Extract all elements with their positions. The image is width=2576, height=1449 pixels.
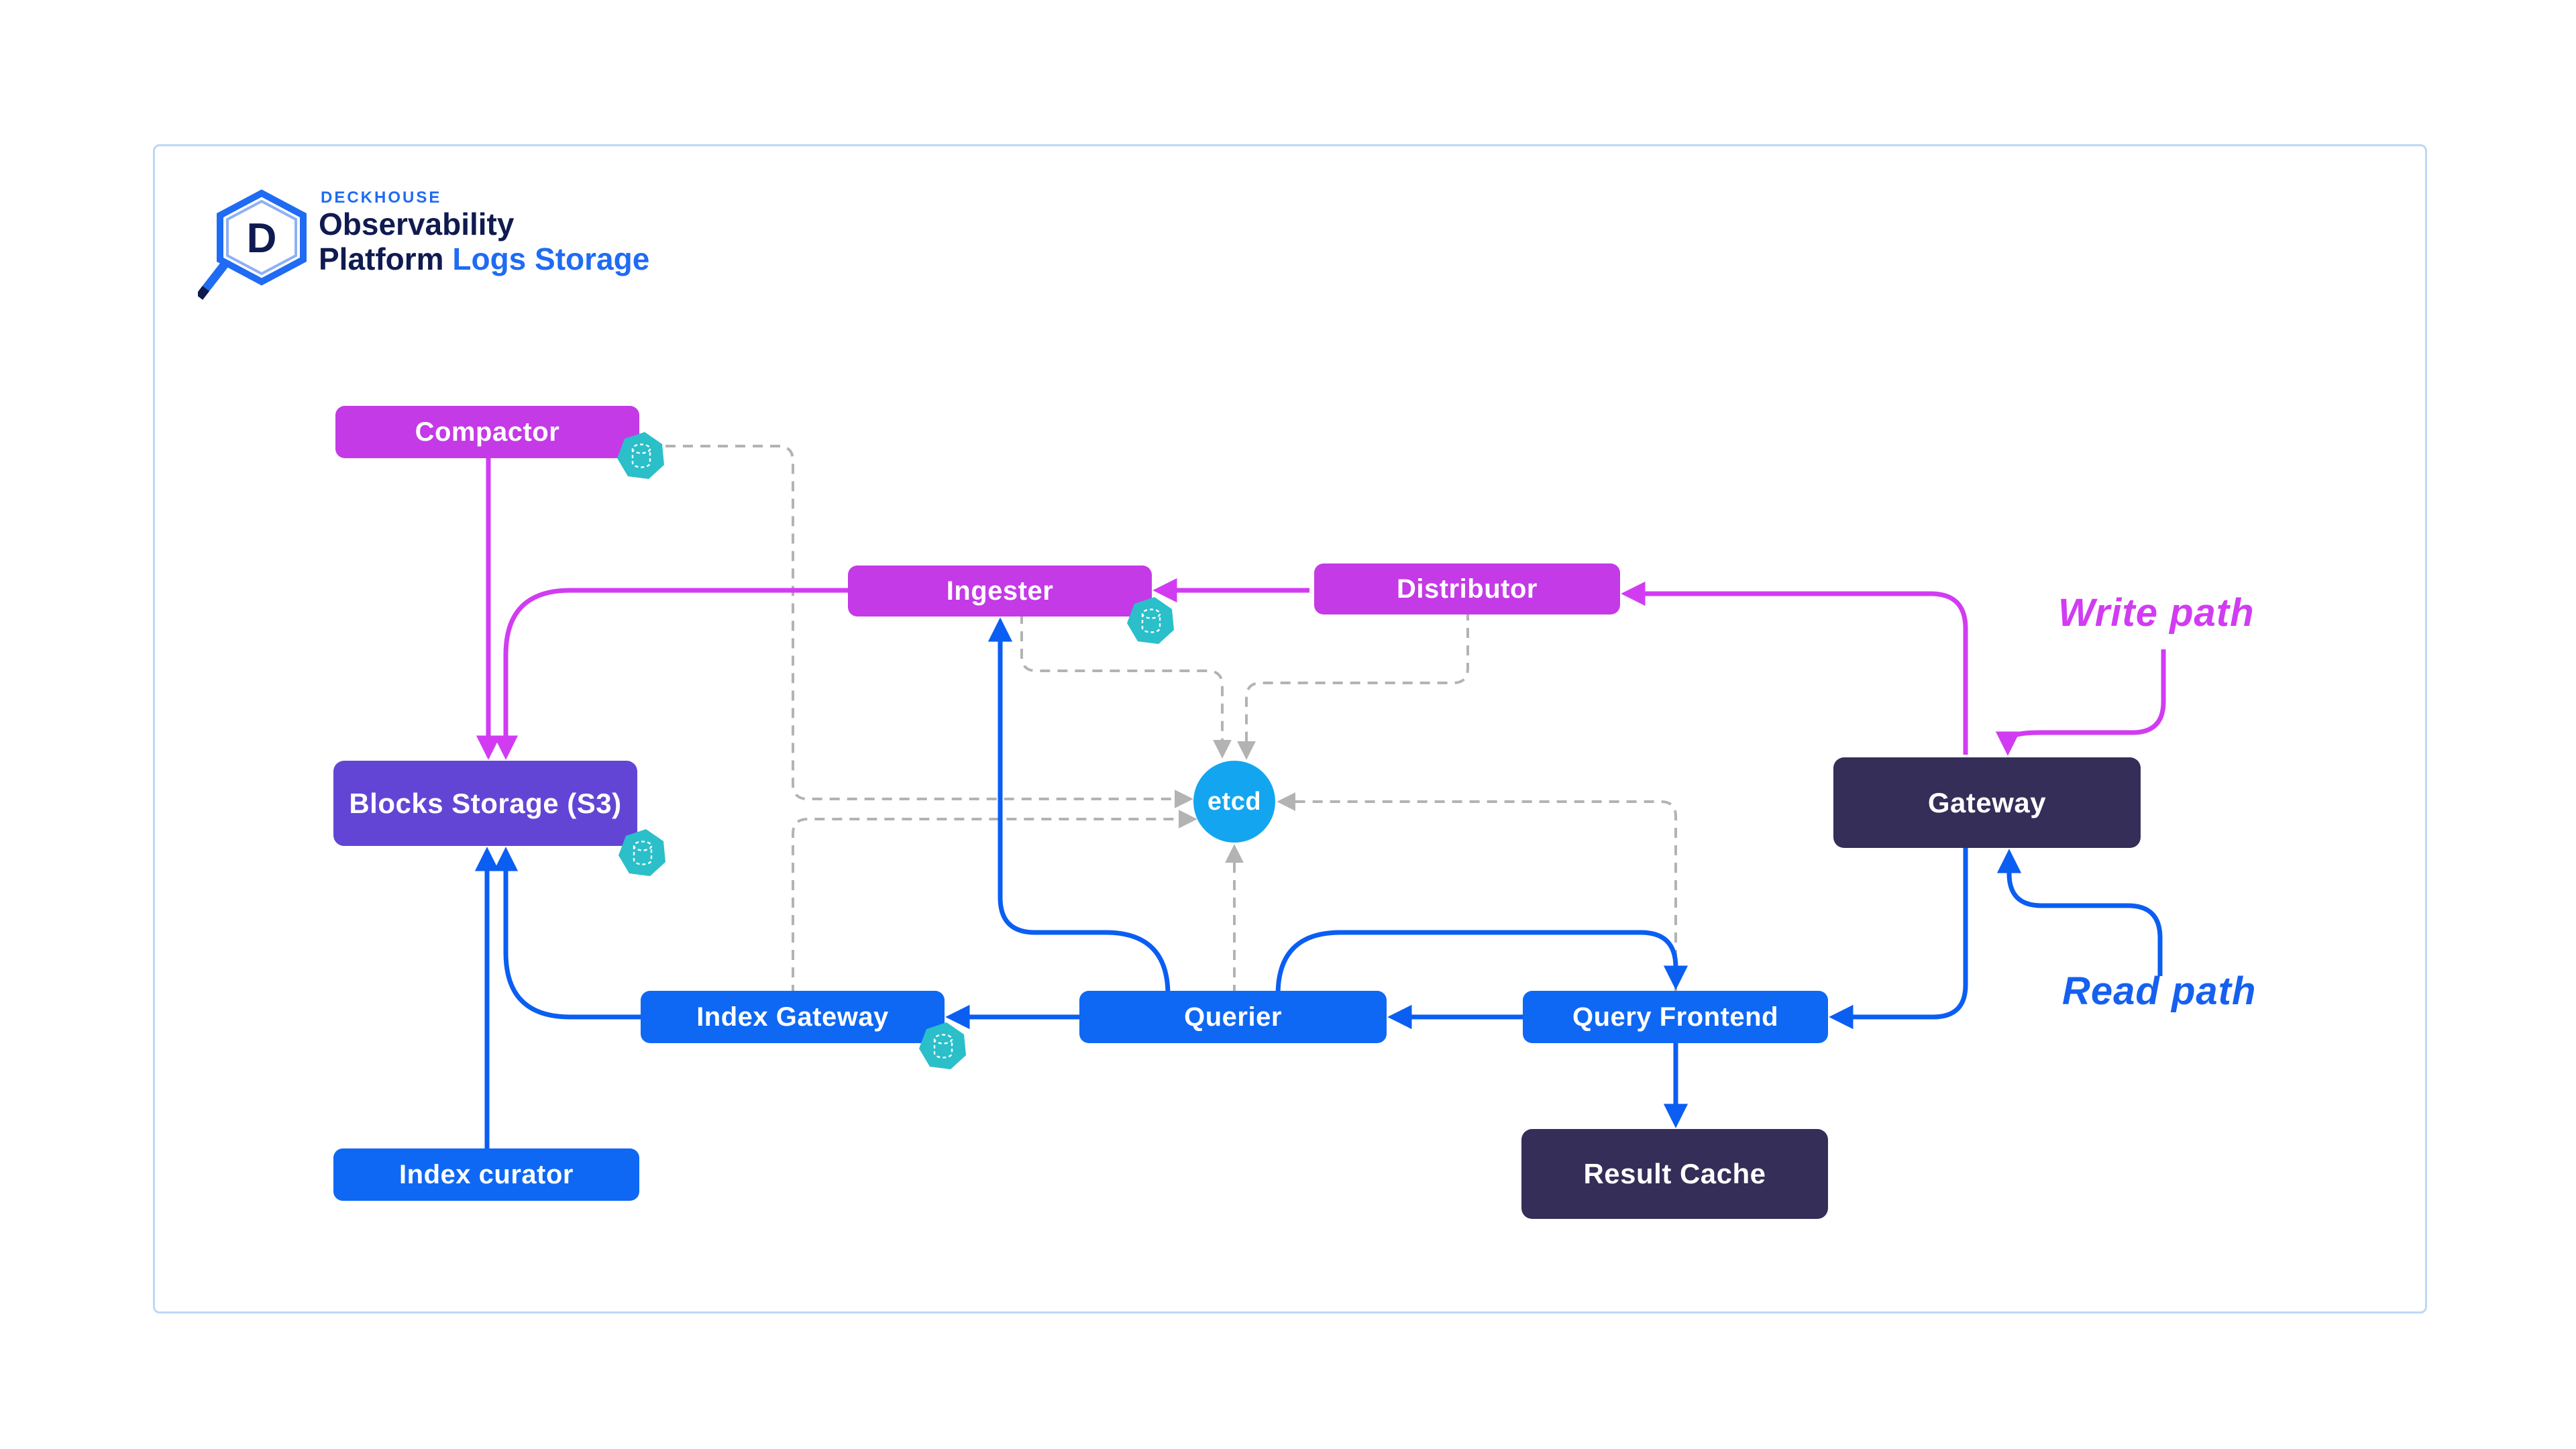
edge-querier-query-frontend [1275, 930, 1688, 996]
node-ingester: Ingester [848, 566, 1152, 616]
read-path-label: Read path [2062, 969, 2257, 1013]
logo-title-platform: Platform [319, 241, 444, 276]
svg-text:D: D [247, 215, 277, 262]
edge-compactor-etcd [665, 445, 1193, 808]
logo-brand-text: DECKHOUSE [321, 189, 442, 207]
logo-title-suffix: Logs Storage [452, 241, 650, 276]
edge-querier-ingester [987, 617, 1171, 996]
write-path-links [476, 453, 2166, 760]
edge-index-gateway-blocks-storage [493, 847, 645, 1020]
node-gateway: Gateway [1833, 757, 2141, 848]
deckhouse-logo-icon: D [198, 189, 307, 300]
node-query-frontend: Query Frontend [1523, 991, 1828, 1043]
database-badge-icon [919, 1022, 967, 1071]
database-badge-icon [1127, 597, 1175, 645]
database-badge-icon [617, 432, 665, 480]
edge-distributor-etcd [1237, 610, 1469, 760]
edge-ingester-blocks-storage [493, 588, 852, 760]
node-distributor: Distributor [1314, 564, 1620, 614]
node-blocks-storage: Blocks Storage (S3) [333, 761, 637, 846]
database-badge-icon [619, 829, 667, 877]
logo-title-line2: Platform Logs Storage [319, 241, 650, 277]
write-path-label: Write path [2058, 591, 2255, 635]
write-path-callout-arrow [1995, 649, 2166, 756]
diagram-frame [153, 144, 2427, 1313]
edge-ingester-etcd [1020, 614, 1232, 759]
node-index-gateway: Index Gateway [641, 991, 945, 1043]
node-compactor: Compactor [335, 406, 639, 458]
read-path-callout-arrow [1996, 849, 2163, 976]
read-path-links [474, 617, 2163, 1152]
node-querier: Querier [1079, 991, 1387, 1043]
node-index-curator: Index curator [333, 1148, 639, 1201]
logo-title-line1: Observability [319, 207, 515, 241]
edge-gateway-distributor [1621, 581, 1968, 755]
node-etcd: etcd [1193, 761, 1275, 843]
edge-gateway-query-frontend [1829, 844, 1968, 1030]
node-result-cache: Result Cache [1521, 1129, 1828, 1219]
edge-index-gateway-etcd [792, 810, 1197, 995]
etcd-dashed-links [665, 445, 1677, 995]
edge-query-frontend-etcd [1277, 792, 1677, 995]
